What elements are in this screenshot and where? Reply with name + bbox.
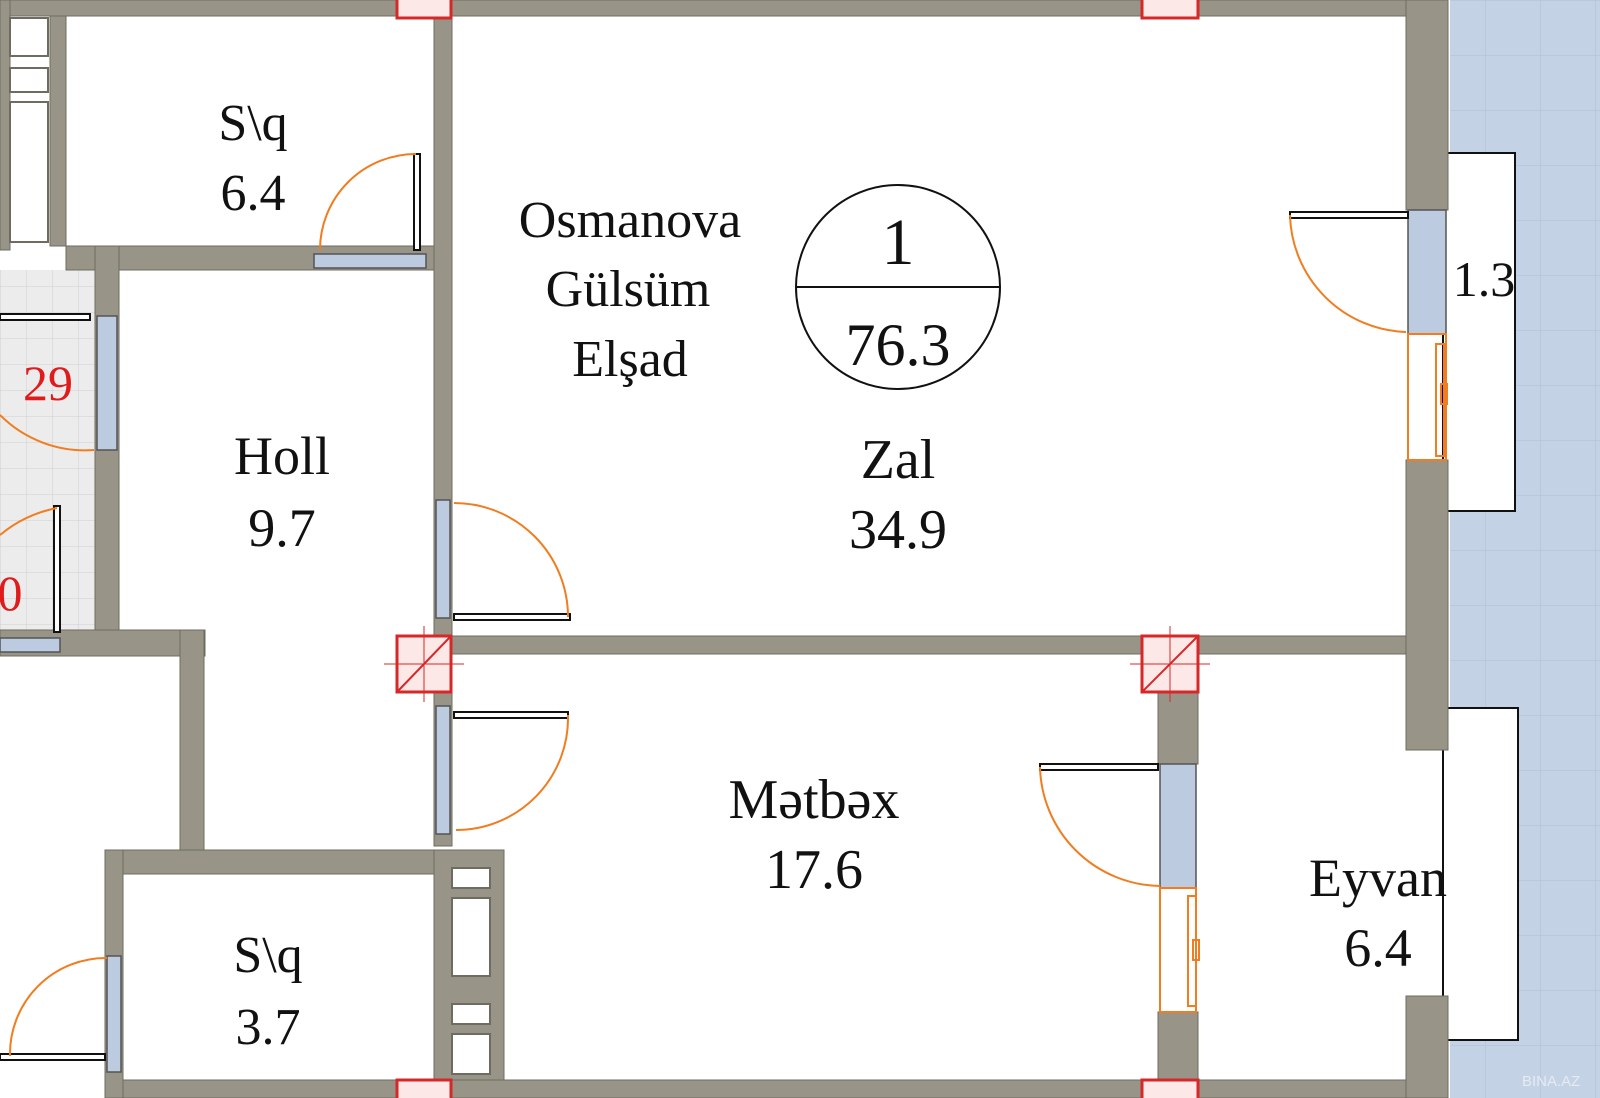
door-leaves — [0, 153, 1409, 1061]
room-hall: Holl 9.7 — [234, 426, 330, 558]
room-area: 9.7 — [248, 498, 316, 558]
room-area: 6.4 — [1344, 918, 1412, 978]
room-balcony-small: 1.3 — [1453, 251, 1516, 307]
door-swings — [0, 153, 1407, 1057]
window-frames — [1159, 333, 1448, 1013]
room-area: 3.7 — [236, 999, 301, 1056]
apartment-area: 76.3 — [846, 312, 951, 378]
room-balcony: Eyvan 6.4 — [1309, 848, 1447, 978]
closets-top-left — [9, 17, 49, 243]
columns — [384, 0, 1210, 1098]
room-kitchen: Mətbəx 17.6 — [728, 769, 899, 901]
watermark: BINA.AZ — [1522, 1073, 1580, 1090]
room-storage-bottom: S\q 3.7 — [233, 927, 302, 1056]
neighbor-corridor — [0, 270, 95, 635]
neighbor-apartment-number: 29 — [23, 355, 73, 411]
room-area: 17.6 — [765, 839, 863, 901]
walls — [0, 0, 1449, 1098]
room-area: 34.9 — [849, 499, 947, 561]
room-name: S\q — [218, 95, 287, 152]
room-name: S\q — [233, 927, 302, 984]
room-name: Mətbəx — [728, 769, 899, 831]
apartment-badge: 1 76.3 — [795, 184, 1001, 390]
room-living: Zal 34.9 — [849, 429, 947, 561]
room-name: Zal — [861, 429, 936, 491]
room-name: Eyvan — [1309, 848, 1447, 908]
owner-name: Osmanova Gülsüm Elşad — [519, 192, 741, 388]
apartment-number: 1 — [882, 206, 915, 279]
room-area: 1.3 — [1453, 251, 1516, 307]
shaft-boxes — [451, 867, 491, 1075]
room-area: 6.4 — [221, 165, 286, 222]
owner-line-2: Gülsüm — [546, 261, 711, 318]
room-name: Holl — [234, 426, 330, 486]
windows — [0, 209, 1447, 1073]
owner-line-1: Osmanova — [519, 192, 741, 249]
room-storage-top: S\q 6.4 — [218, 95, 287, 222]
neighbor-apartment-number: 0 — [0, 565, 23, 621]
owner-line-3: Elşad — [572, 331, 688, 388]
balcony-outline — [1442, 152, 1519, 1041]
